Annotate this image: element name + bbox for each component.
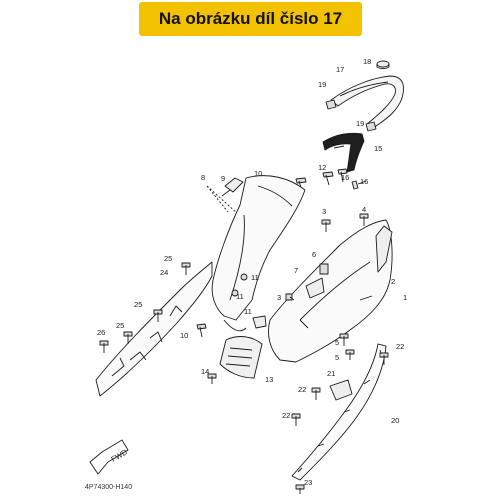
callout-22-b: 22: [298, 385, 306, 394]
rubber-part-7[interactable]: [305, 277, 325, 299]
bolt-part-25c[interactable]: [123, 331, 133, 344]
bolt-part-12[interactable]: [322, 171, 334, 186]
callout-23: 23: [304, 478, 312, 487]
bolt-part-10b[interactable]: [196, 323, 207, 338]
diagram-part-code: 4P74300-H140: [85, 484, 133, 491]
callout-25: 25: [164, 254, 172, 263]
callout-22-c: 22: [282, 411, 290, 420]
bolt-part-4[interactable]: [359, 213, 369, 226]
callout-10: 10: [254, 169, 262, 178]
callout-9: 9: [221, 174, 225, 183]
bolt-part-23[interactable]: [295, 484, 305, 494]
bolt-part-19b[interactable]: [365, 121, 377, 132]
callout-24: 24: [160, 268, 168, 277]
clip-part-6[interactable]: [319, 263, 329, 275]
bolt-part-3a[interactable]: [321, 219, 331, 232]
grab-bar-part-17[interactable]: [330, 75, 404, 131]
grommet-part-11b[interactable]: [231, 289, 239, 297]
bracket-part-15[interactable]: [322, 132, 365, 173]
callout-12: 12: [318, 163, 326, 172]
callout-3-b: 3: [277, 293, 281, 302]
bolt-part-26[interactable]: [99, 340, 109, 353]
callout-11-b: 11: [236, 292, 244, 301]
callout-6: 6: [312, 250, 316, 259]
grommet-part-11c[interactable]: [252, 315, 267, 329]
bolt-part-16a[interactable]: [337, 168, 348, 183]
title-banner: Na obrázku díl číslo 17: [139, 2, 362, 36]
bolt-part-22a[interactable]: [379, 352, 389, 365]
cap-part-18[interactable]: [376, 60, 390, 69]
callout-17: 17: [336, 65, 344, 74]
callout-1: 1: [403, 293, 407, 302]
bolt-part-5b[interactable]: [345, 349, 355, 360]
callout-16: 16: [341, 173, 349, 182]
bolt-part-19a[interactable]: [325, 99, 337, 110]
bolt-part-22b[interactable]: [311, 387, 321, 400]
callout-2: 2: [391, 277, 395, 286]
callout-25-b: 25: [134, 300, 142, 309]
callout-13: 13: [265, 375, 273, 384]
callout-11-c: 11: [244, 307, 252, 316]
callout-25-c: 25: [116, 321, 124, 330]
callout-19: 19: [318, 80, 326, 89]
callout-5: 5: [335, 338, 339, 347]
callout-10-b: 10: [180, 331, 188, 340]
callout-19-b: 19: [356, 119, 364, 128]
callout-5-b: 5: [335, 353, 339, 362]
callout-8: 8: [201, 173, 205, 182]
callout-22: 22: [396, 342, 404, 351]
callout-16-b: 16: [360, 177, 368, 186]
callout-21: 21: [327, 369, 335, 378]
title-banner-text: Na obrázku díl číslo 17: [158, 9, 343, 28]
bolt-part-25a[interactable]: [181, 262, 191, 275]
bolt-part-16b[interactable]: [351, 180, 367, 190]
callout-11: 11: [251, 273, 259, 282]
bolt-part-5a[interactable]: [339, 333, 349, 346]
bolt-part-25b[interactable]: [153, 309, 163, 322]
callout-15: 15: [374, 144, 382, 153]
fwd-arrow-icon: [89, 439, 129, 475]
panel-part-2[interactable]: [375, 225, 393, 273]
callout-7: 7: [294, 266, 298, 275]
callout-4: 4: [362, 205, 366, 214]
bolt-part-3b[interactable]: [285, 293, 295, 301]
side-panel-part-24[interactable]: [95, 261, 213, 397]
cover-part-21[interactable]: [329, 379, 353, 401]
grommet-part-11a[interactable]: [240, 273, 248, 281]
side-cover-left[interactable]: [211, 175, 306, 332]
callout-14: 14: [201, 367, 209, 376]
callout-20: 20: [391, 416, 399, 425]
bolt-part-22c[interactable]: [291, 413, 301, 426]
duct-part-13[interactable]: [219, 336, 263, 379]
bolt-part-14[interactable]: [207, 373, 217, 384]
callout-18: 18: [363, 57, 371, 66]
side-panel-part-20[interactable]: [291, 343, 387, 481]
trim-part-9[interactable]: [221, 177, 244, 197]
side-cover-part-1[interactable]: [268, 219, 393, 363]
callout-3: 3: [322, 207, 326, 216]
callout-26: 26: [97, 328, 105, 337]
